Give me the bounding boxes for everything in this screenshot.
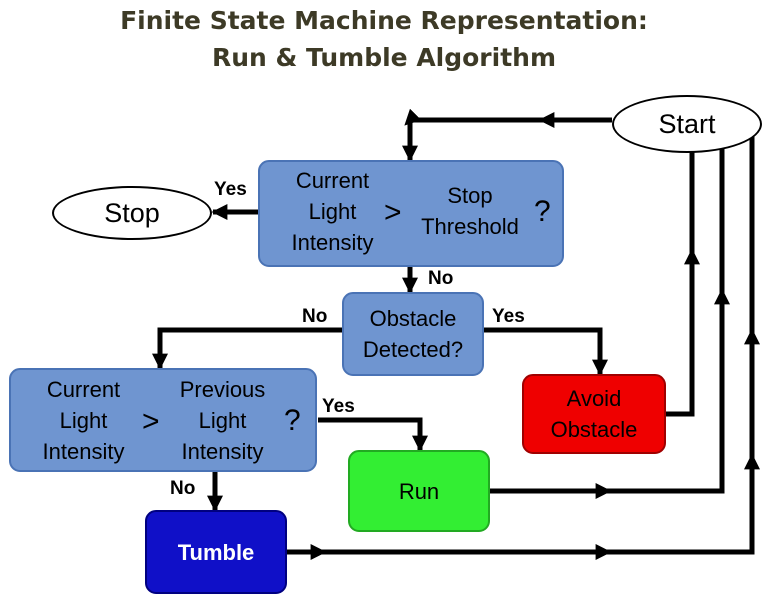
- decision2-right-text: Previous Light Intensity: [179, 377, 266, 464]
- decision1-operator: >: [384, 196, 402, 229]
- start-label: Start: [658, 108, 716, 139]
- diagram-title-line2: Run & Tumble Algorithm: [211, 43, 557, 72]
- decision1-right-text: Stop Threshold: [421, 183, 519, 239]
- edge-label-obstacle-yes: Yes: [492, 306, 525, 327]
- decision2-left-text: Current Light Intensity: [42, 377, 125, 464]
- edge-start-to-decision: [401, 108, 612, 162]
- edge-label-obstacle-no: No: [302, 306, 328, 327]
- start-node: Start: [612, 95, 762, 153]
- decision2-operator: >: [142, 405, 160, 438]
- tumble-label: Tumble: [177, 540, 255, 565]
- stop-threshold-decision: [258, 160, 564, 267]
- decision1-question: ?: [534, 195, 551, 228]
- edge-label-light-yes: Yes: [322, 396, 355, 417]
- tumble-node: [145, 510, 287, 594]
- edge-label-stop-no: No: [428, 268, 454, 289]
- decision2-question: ?: [284, 404, 301, 437]
- light-comparison-decision: [9, 368, 317, 472]
- diagram-title-line1: Finite State Machine Representation:: [120, 6, 648, 35]
- stop-label: Stop: [104, 197, 160, 228]
- run-label: Run: [398, 479, 440, 504]
- edge-yes-to-run: [318, 417, 429, 452]
- obstacle-decision: [342, 292, 484, 376]
- edge-label-light-no: No: [170, 478, 196, 499]
- edge-avoid-to-start: [666, 130, 695, 417]
- edge-no-to-light-decision: [151, 327, 342, 370]
- avoid-obstacle-node: [522, 374, 666, 454]
- avoid-text: Avoid Obstacle: [550, 386, 638, 442]
- edge-label-stop-yes: Yes: [214, 179, 247, 200]
- obstacle-text: Obstacle Detected?: [362, 306, 464, 362]
- edge-yes-to-avoid: [484, 327, 609, 376]
- stop-node: Stop: [52, 186, 212, 240]
- run-node: [348, 450, 490, 532]
- decision1-left-text: Current Light Intensity: [291, 168, 374, 255]
- edge-tumble-to-start: [287, 132, 755, 555]
